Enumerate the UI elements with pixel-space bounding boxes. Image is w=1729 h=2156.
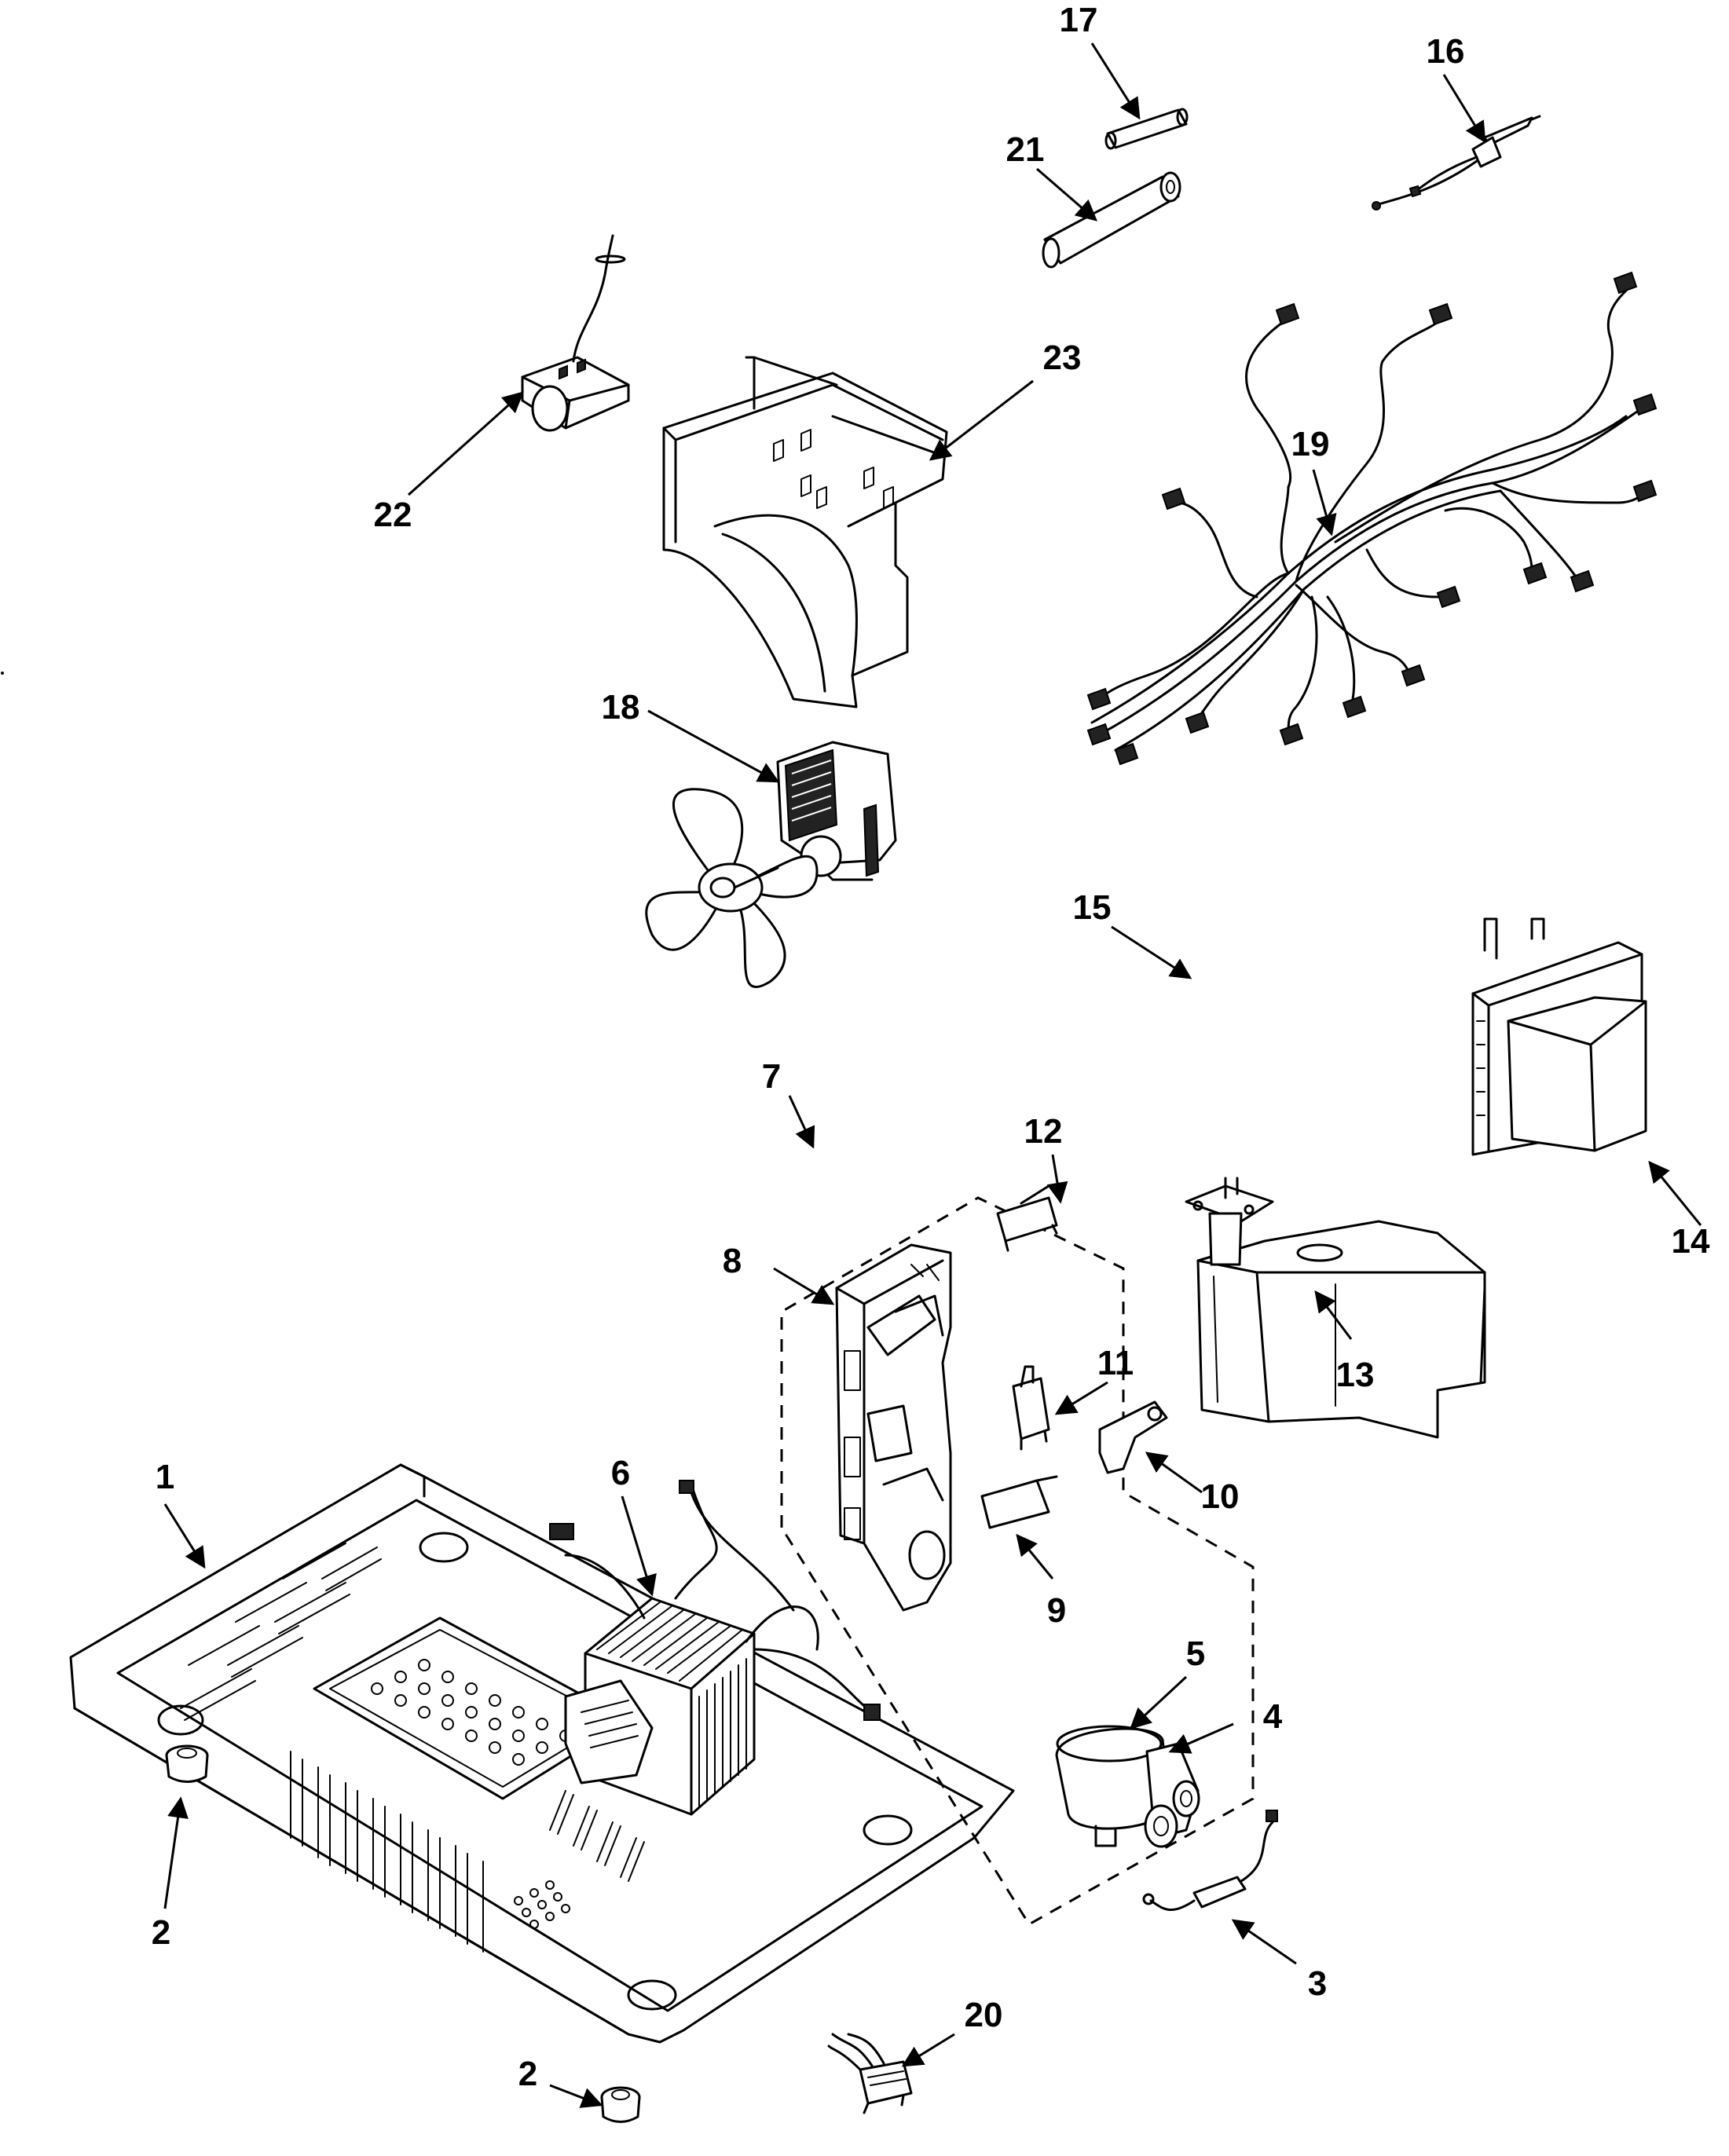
callout-5: 5 <box>1186 1634 1205 1673</box>
door-interlock-assembly-part-7 <box>780 1196 1255 1927</box>
fan-motor-part-18 <box>645 741 897 988</box>
capacitor-clamp-part-4 <box>1144 1742 1200 1848</box>
callout-12: 12 <box>1024 1112 1063 1151</box>
callout-15: 15 <box>1073 888 1112 927</box>
leader-23 <box>929 379 1034 461</box>
leader-13 <box>1314 1290 1353 1340</box>
switch-holder-part-8 <box>835 1243 952 1612</box>
base-plate-part-1 <box>69 1463 1015 2044</box>
leader-15 <box>1111 925 1192 979</box>
micro-switch-part-12 <box>996 1184 1058 1252</box>
latch-lever-part-10 <box>1098 1400 1168 1474</box>
leader-14 <box>1648 1160 1702 1226</box>
callout-7: 7 <box>762 1057 781 1096</box>
callout-4: 4 <box>1263 1697 1283 1736</box>
foot-part-2b <box>600 2086 641 2123</box>
leader-8 <box>773 1267 835 1305</box>
thermostat-part-15 <box>1185 1177 1274 1266</box>
leader-6 <box>621 1495 657 1597</box>
callout-23: 23 <box>1043 339 1082 377</box>
noise-filter-part-20 <box>827 2033 913 2114</box>
leader-7 <box>788 1095 815 1149</box>
leader-4 <box>1168 1722 1234 1754</box>
sensor-part-22 <box>521 234 630 432</box>
callout-17: 17 <box>1060 1 1098 39</box>
leader-2a <box>163 1796 189 1909</box>
leader-16 <box>1442 74 1486 144</box>
stray-dot <box>1 672 4 675</box>
callout-20: 20 <box>965 1996 1003 2034</box>
leader-9 <box>1016 1533 1054 1579</box>
callout-18: 18 <box>602 688 640 727</box>
callout-9: 9 <box>1047 1591 1066 1630</box>
fan-duct-part-23 <box>662 356 948 708</box>
leader-11 <box>1054 1381 1108 1415</box>
micro-switch-part-9 <box>980 1475 1058 1529</box>
leader-22 <box>407 391 525 496</box>
fuse-holder-part-21 <box>1042 171 1181 269</box>
leader-10 <box>1145 1451 1203 1494</box>
leader-1 <box>163 1503 206 1569</box>
leader-lines <box>163 42 1702 2108</box>
micro-switch-part-11 <box>1012 1365 1050 1451</box>
wire-harness-part-19 <box>1086 271 1658 766</box>
callout-13: 13 <box>1336 1356 1375 1394</box>
leader-17 <box>1090 42 1141 120</box>
leader-5 <box>1130 1675 1188 1730</box>
callout-10: 10 <box>1201 1477 1240 1516</box>
callout-3: 3 <box>1308 1964 1327 2003</box>
leader-2b <box>549 2084 603 2108</box>
callout-19: 19 <box>1291 425 1330 463</box>
leader-12 <box>1046 1154 1068 1204</box>
callout-1: 1 <box>156 1458 174 1496</box>
leader-19 <box>1312 469 1337 536</box>
leader-20 <box>901 2033 955 2067</box>
callout-16: 16 <box>1427 32 1465 71</box>
callout-2b: 2 <box>518 2055 537 2093</box>
magnetron-part-14 <box>1471 917 1647 1156</box>
callout-11: 11 <box>1097 1344 1134 1382</box>
leader-18 <box>647 709 780 783</box>
leader-21 <box>1036 167 1098 221</box>
callout-22: 22 <box>374 496 412 534</box>
callout-14: 14 <box>1672 1222 1710 1261</box>
callout-labels: 1 2 2 3 4 5 6 7 8 9 10 11 12 13 14 15 16… <box>152 1 1710 2093</box>
foot-part-2a <box>165 1744 209 1783</box>
fuse-cord-part-16 <box>1372 115 1541 210</box>
transformer-part-6 <box>549 1480 881 1816</box>
leader-3 <box>1231 1919 1297 1965</box>
hv-diode-part-3 <box>1142 1810 1278 1912</box>
callout-6: 6 <box>611 1454 630 1492</box>
callout-8: 8 <box>723 1242 742 1280</box>
callout-2a: 2 <box>152 1913 170 1952</box>
callout-21: 21 <box>1006 130 1045 169</box>
fuse-part-17 <box>1104 108 1189 150</box>
